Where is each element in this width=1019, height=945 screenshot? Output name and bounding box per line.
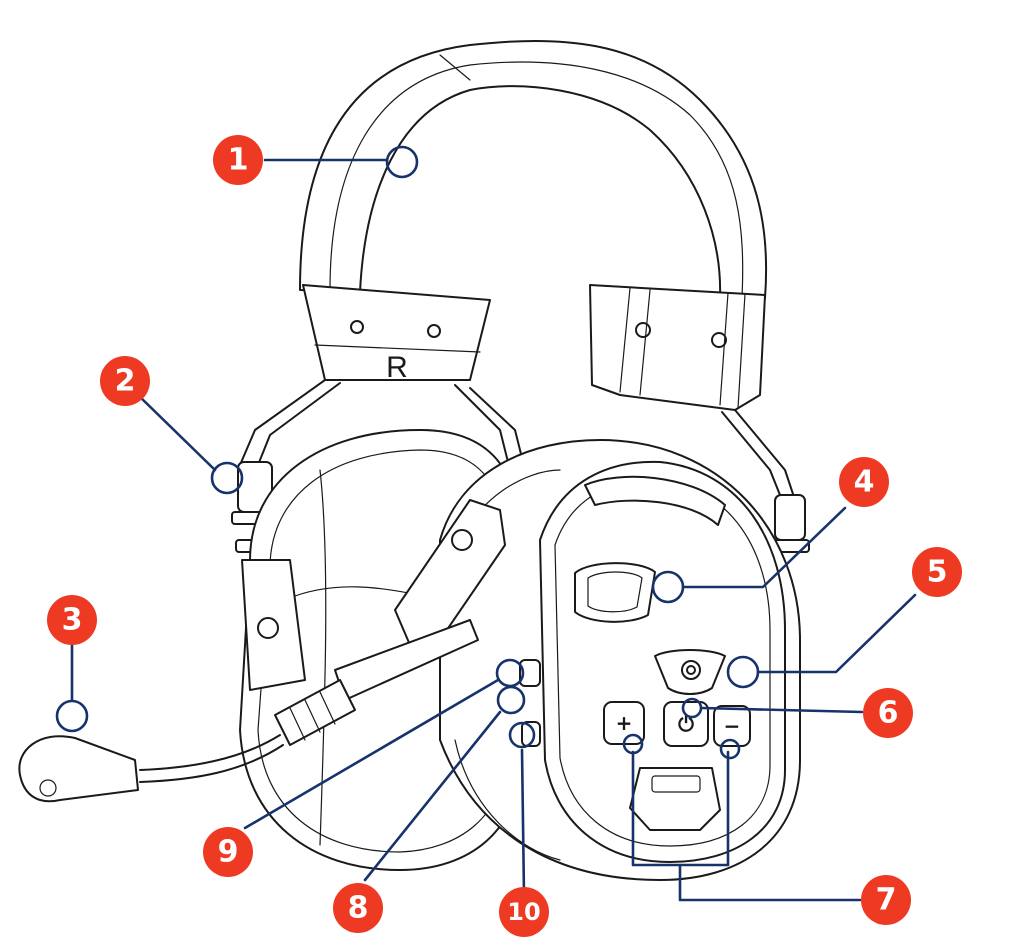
microphone-boom: [18, 499, 506, 803]
callout-badges: 1 2 3 4 5 6 7 8: [47, 135, 962, 937]
svg-text:1: 1: [228, 143, 249, 178]
callout-leaders: [55, 145, 917, 902]
callout-8: 8: [333, 883, 383, 933]
callout-7: 7: [861, 875, 911, 925]
callout-2: 2: [100, 356, 150, 406]
svg-text:5: 5: [927, 555, 948, 590]
svg-text:4: 4: [854, 465, 875, 500]
svg-text:6: 6: [878, 696, 899, 731]
svg-text:10: 10: [507, 898, 540, 926]
volume-down-symbol: −: [724, 714, 741, 738]
svg-text:3: 3: [62, 603, 83, 638]
svg-text:2: 2: [115, 364, 136, 399]
volume-down-button[interactable]: [713, 705, 751, 747]
svg-text:8: 8: [348, 891, 369, 926]
callout-3: 3: [47, 595, 97, 645]
callout-9: 9: [203, 827, 253, 877]
volume-up-symbol: +: [616, 711, 633, 735]
svg-text:9: 9: [218, 835, 239, 870]
callout-10: 10: [499, 887, 549, 937]
callout-4: 4: [839, 457, 889, 507]
callout-6: 6: [863, 688, 913, 738]
svg-text:7: 7: [876, 883, 897, 918]
callout-1: 1: [213, 135, 263, 185]
control-panel: + ⏻ −: [519, 562, 751, 831]
right-ear-cup: [439, 439, 801, 881]
headband: R: [299, 39, 768, 411]
side-marking-r: R: [386, 351, 408, 384]
callout-5: 5: [912, 547, 962, 597]
